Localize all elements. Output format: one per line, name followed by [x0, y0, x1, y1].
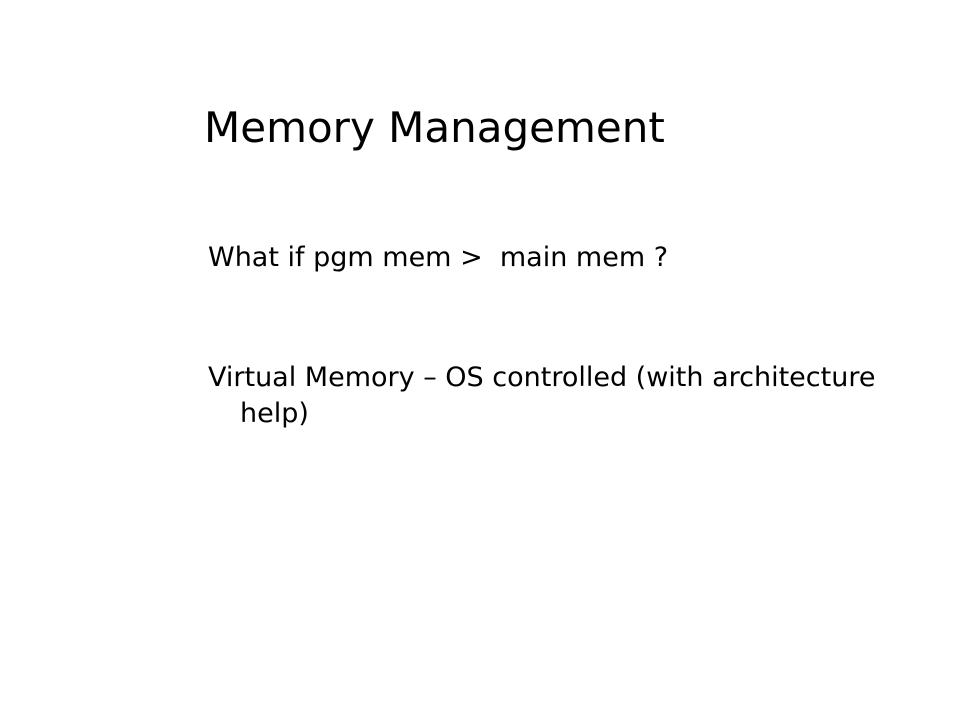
body-paragraph-question: What if pgm mem > main mem ?: [208, 242, 669, 273]
slide-title: Memory Management: [204, 103, 665, 152]
body-paragraph-virtual-memory: Virtual Memory – OS controlled (with arc…: [208, 362, 876, 429]
